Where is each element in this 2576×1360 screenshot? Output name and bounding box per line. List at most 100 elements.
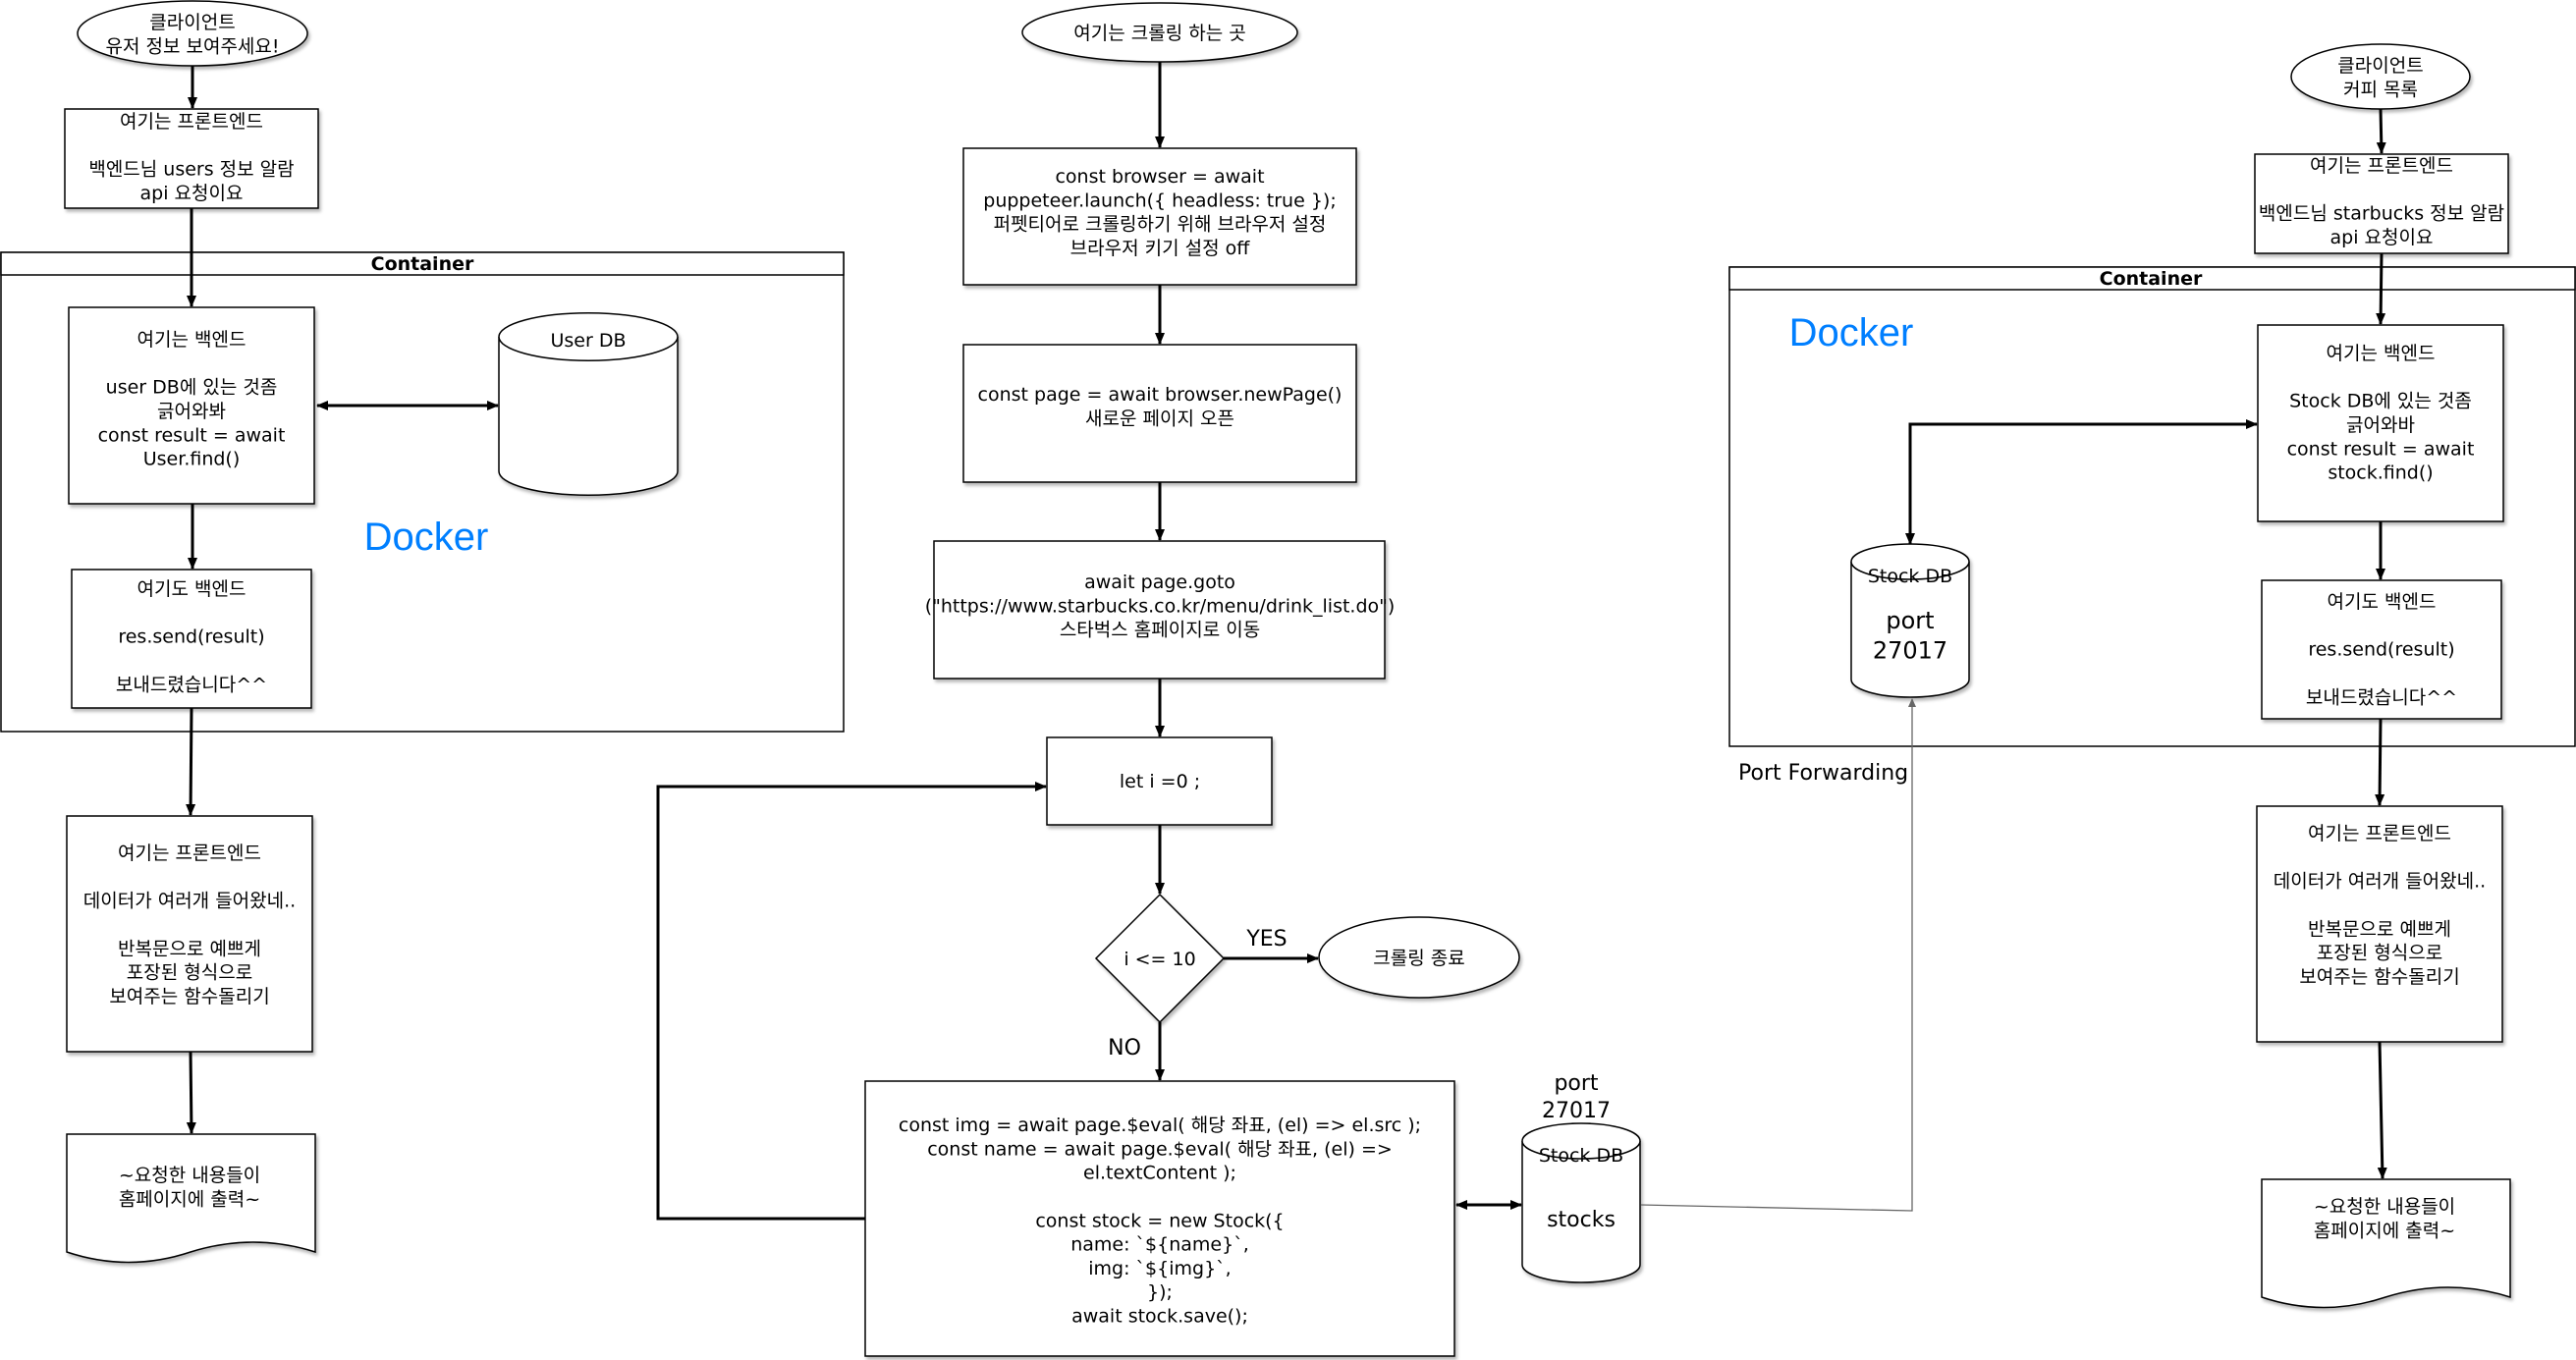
text-line: 보여주는 함수돌리기: [109, 986, 269, 1007]
text-line: 보내드렸습니다^^: [116, 674, 267, 695]
text-line: 여기는 프론트엔드: [118, 843, 261, 864]
text-line: 보여주는 함수돌리기: [2299, 966, 2459, 988]
text-line: stock.find(): [2328, 462, 2433, 484]
text-line: const stock = new Stock({: [1035, 1210, 1284, 1231]
right-port-forwarding-label: Port Forwarding: [1738, 761, 1908, 786]
text-line: Stock DB에 있는 것좀: [2289, 391, 2472, 412]
text-line: const img = await page.$eval( 해당 좌표, (el…: [899, 1115, 1421, 1136]
left-edge-frontend-to-output: [186, 1051, 196, 1134]
right-edge-frontend-to-output: [2377, 1041, 2387, 1179]
text-line: 홈페이지에 출력~: [2314, 1220, 2455, 1241]
text-line: [189, 602, 194, 624]
text-line: port: [1554, 1071, 1598, 1096]
crawl-init-text: let i =0 ;: [1120, 771, 1200, 792]
text-line: 커피 목록: [2343, 79, 2418, 100]
crawl-loop-body-node: [864, 1080, 1455, 1357]
text-line: [2378, 366, 2384, 388]
middle-stock-db-node: [1521, 1122, 1641, 1283]
crawl-goto-node: [933, 540, 1386, 680]
text-line: el.textContent );: [1083, 1163, 1236, 1184]
text-line: 퍼펫티어로 크롤링하기 위해 브라우저 설정: [994, 214, 1327, 236]
text-line: 여기는 프론트엔드: [2308, 823, 2451, 844]
text-line: [189, 353, 194, 374]
left-frontend-request-node: [64, 108, 319, 209]
left-user-db-node: [498, 311, 679, 497]
text-line: 클라이언트: [149, 12, 235, 33]
text-line: [2377, 846, 2383, 868]
text-line: [187, 914, 192, 936]
text-line: await stock.save();: [1071, 1306, 1248, 1328]
left-backend-node: [68, 306, 315, 505]
text-line: 데이터가 여러개 들어왔네..: [83, 891, 296, 912]
right-container-header: [1728, 266, 2576, 291]
text-line: 유저 정보 보여주세요!: [105, 35, 279, 57]
left-backend-send-text: 여기도 백엔드 res.send(result) 보내드렸습니다^^: [116, 578, 267, 695]
crawl-yes-label: YES: [1245, 927, 1287, 952]
right-backend-node: [2257, 324, 2504, 522]
right-stock-db-node: [1850, 543, 1970, 698]
text-line: 여기는 백엔드: [137, 329, 247, 351]
right-output-document-node: [2261, 1178, 2511, 1309]
left-user-db-label: User DB: [550, 330, 626, 352]
text-line: ~요청한 내용들이: [2314, 1196, 2455, 1218]
left-edge-send-to-frontend: [186, 707, 196, 816]
right-container-title: Container: [2100, 268, 2203, 290]
crawl-launch-node: [962, 147, 1357, 286]
text-line: user DB에 있는 것좀: [106, 377, 278, 399]
crawl-edge-loop-back: [656, 782, 1047, 1221]
left-frontend-render-node: [66, 815, 313, 1053]
text-line: img: `${img}`,: [1088, 1258, 1231, 1279]
text-line: 포장된 형식으로: [127, 962, 252, 984]
text-line: 여기는 프론트엔드: [120, 111, 263, 133]
text-line: });: [1147, 1281, 1173, 1303]
right-frontend-render-node: [2256, 805, 2503, 1043]
text-line: [1157, 1186, 1163, 1208]
text-line: 여기는 백엔드: [2327, 343, 2436, 364]
text-line: 홈페이지에 출력~: [119, 1188, 260, 1210]
text-line: 반복문으로 예쁘게: [118, 938, 261, 959]
text-line: 여기도 백엔드: [2328, 591, 2437, 613]
crawl-condition-text: i <= 10: [1124, 949, 1195, 970]
left-container-header: [0, 251, 845, 276]
text-line: res.send(result): [2308, 639, 2454, 661]
text-line: 긁어와봐: [157, 401, 226, 422]
text-line: 브라우저 키기 설정 off: [1070, 238, 1251, 259]
text-line: 27017: [1873, 637, 1947, 665]
left-container-title: Container: [371, 253, 474, 275]
left-output-document-node: [66, 1133, 316, 1264]
text-line: const result = await: [2287, 438, 2475, 460]
text-line: const name = await page.$eval( 해당 좌표, (e…: [927, 1138, 1393, 1160]
text-line: 데이터가 여러개 들어왔네..: [2274, 871, 2486, 893]
middle-stock-db-body: stocks: [1547, 1208, 1616, 1232]
text-line: 새로운 페이지 오픈: [1085, 408, 1234, 429]
text-line: 여기는 프론트엔드: [2310, 155, 2453, 177]
text-line: 백엔드님 users 정보 알람: [88, 159, 294, 181]
text-line: ("https://www.starbucks.co.kr/menu/drink…: [925, 595, 1396, 617]
middle-stock-db-title: Stock DB: [1539, 1145, 1623, 1167]
text-line: res.send(result): [118, 626, 264, 648]
text-line: [2379, 179, 2384, 200]
text-line: const page = await browser.newPage(): [978, 384, 1343, 406]
text-line: api 요청이요: [2330, 227, 2434, 248]
text-line: name: `${name}`,: [1070, 1234, 1249, 1256]
right-edge-client-to-frontend: [2376, 108, 2386, 154]
crawl-end-text: 크롤링 종료: [1373, 948, 1464, 969]
text-line: 보내드렸습니다^^: [2306, 686, 2457, 708]
right-docker-label: Docker: [1789, 311, 1914, 354]
text-line: [187, 866, 192, 888]
